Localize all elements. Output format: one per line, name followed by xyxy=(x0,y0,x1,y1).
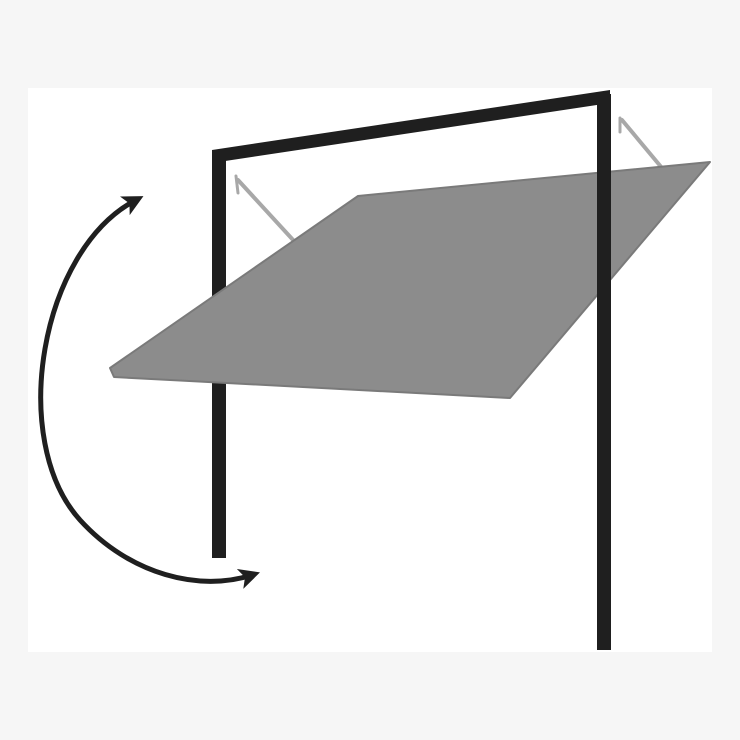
frame-right-post xyxy=(597,94,611,650)
frame-top-beam xyxy=(212,90,610,163)
swing-arrow-icon xyxy=(38,196,260,589)
support-strut-right xyxy=(618,116,664,170)
door-panel xyxy=(109,161,711,399)
support-strut-left xyxy=(234,174,296,243)
